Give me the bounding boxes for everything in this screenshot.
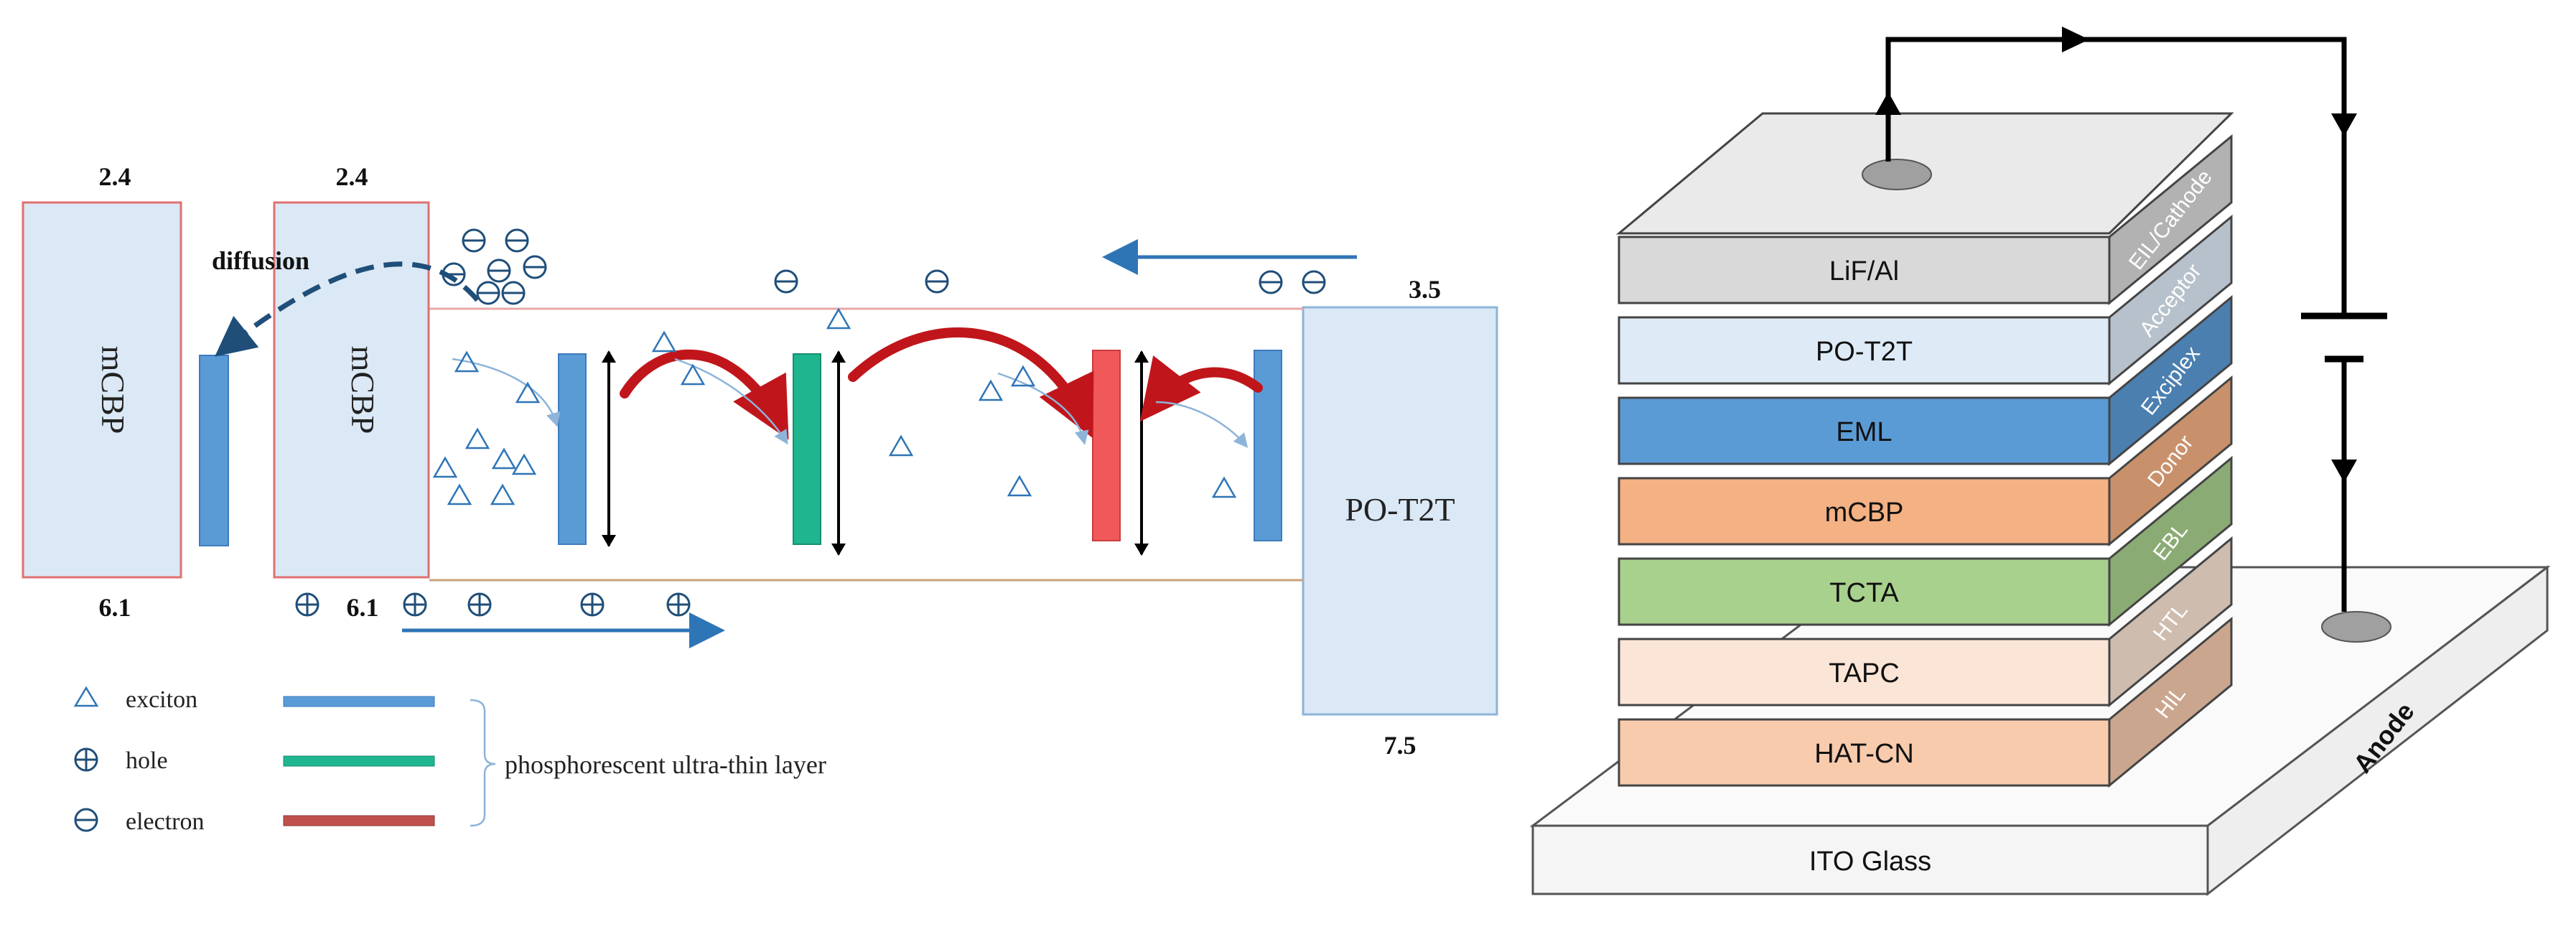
exciton-symbols — [432, 307, 1237, 505]
legend: exciton hole electron phosphorescent ult… — [73, 686, 826, 835]
exciton-1 — [454, 350, 480, 373]
green-ultrathin-layer — [793, 353, 821, 545]
electron-9 — [925, 269, 949, 294]
diffusion-arrow — [215, 261, 480, 357]
electron-2 — [505, 228, 529, 253]
arrow-down-bottom — [2331, 460, 2357, 483]
exciton-10 — [680, 363, 706, 386]
exciton-12 — [978, 379, 1004, 401]
po-t2t-label: PO-T2T — [1345, 491, 1455, 528]
legend-electron-icon — [74, 808, 98, 832]
exciton-8 — [490, 483, 515, 505]
legend-blue-bar — [283, 696, 435, 707]
legend-hole-label: hole — [126, 747, 168, 774]
energy-level-diagram: PO-T2T 3.5 7.5 mCBP 2.4 6.1 mCBP 2.4 6.1… — [22, 162, 1498, 835]
device-structure: ITO Glass Anode HAT-CNHILTAPCHTLTCTAEBLm… — [1529, 27, 2551, 897]
electron-1 — [462, 228, 486, 253]
layer-label: HAT-CN — [1814, 739, 1914, 769]
red-arc-2 — [848, 327, 1094, 439]
legend-exciton-label: exciton — [126, 686, 197, 713]
electron-5 — [523, 255, 547, 279]
blue-ultrathin-layer-2 — [1254, 350, 1282, 541]
legend-electron-label: electron — [126, 808, 205, 835]
diffusion-label: diffusion — [212, 246, 309, 275]
anode-contact — [2321, 611, 2391, 643]
mcbp-left-bottom-value: 6.1 — [99, 593, 131, 622]
arrow-right-top — [2062, 27, 2089, 52]
legend-layer-label: phosphorescent ultra-thin layer — [505, 750, 826, 779]
layer-label: TCTA — [1829, 578, 1899, 608]
electron-10 — [1259, 270, 1283, 294]
exciton-motion-arrows — [452, 358, 1249, 448]
mcbp-left-label: mCBP — [95, 346, 131, 434]
blue-thin-layer-left — [199, 355, 229, 546]
hole-symbols — [295, 592, 691, 617]
po-t2t-homo-value: 7.5 — [1384, 731, 1417, 760]
energy-transfer-arcs — [620, 327, 1263, 440]
red-ultrathin-layer — [1092, 350, 1121, 541]
electron-7 — [501, 281, 526, 305]
exciton-11 — [826, 307, 851, 330]
hole-2 — [403, 592, 427, 617]
exciton-7 — [447, 483, 472, 505]
exciton-14 — [888, 434, 914, 457]
exciton-15 — [1007, 475, 1032, 497]
legend-exciton-icon — [73, 686, 99, 707]
cathode-contact — [1862, 159, 1932, 190]
exciton-16 — [1211, 476, 1237, 498]
hole-5 — [666, 592, 691, 617]
electron-11 — [1302, 270, 1326, 294]
exciton-4 — [491, 447, 517, 470]
mcbp-mid-top-value: 2.4 — [336, 162, 368, 191]
legend-brace — [470, 699, 496, 827]
electron-symbols — [442, 228, 1326, 305]
po-t2t-block — [1302, 306, 1498, 716]
hole-1 — [295, 592, 319, 617]
electron-4 — [487, 258, 511, 283]
mcbp-mid-label: mCBP — [345, 346, 381, 434]
electron-3 — [442, 262, 466, 286]
mcbp-mid-bottom-value: 6.1 — [347, 593, 379, 622]
layer-label: TAPC — [1829, 658, 1900, 689]
hole-4 — [580, 592, 605, 617]
legend-red-bar — [283, 815, 435, 826]
legend-green-bar — [283, 755, 435, 767]
mcbp-left-block — [22, 201, 182, 579]
red-arc-3 — [1139, 355, 1263, 422]
po-t2t-lumo-value: 3.5 — [1409, 275, 1441, 304]
layer-label: mCBP — [1825, 498, 1904, 528]
layer-label: EML — [1836, 417, 1892, 447]
exciton-9 — [651, 330, 677, 353]
exciton-3 — [465, 427, 490, 449]
layer-stack: HAT-CNHILTAPCHTLTCTAEBLmCBPDonorEMLExcip… — [1618, 134, 2233, 788]
mcbp-left-top-value: 2.4 — [99, 162, 131, 191]
layer-label: PO-T2T — [1816, 337, 1913, 367]
exciton-13 — [1010, 365, 1036, 387]
arrow-down-top — [2331, 113, 2357, 136]
current-direction-arrows — [1875, 27, 2357, 483]
energy-transfer-arrows — [602, 350, 1149, 556]
exciton-6 — [511, 453, 537, 475]
mcbp-mid-block — [273, 201, 430, 579]
blue-ultrathin-layer-1 — [558, 353, 587, 545]
electron-8 — [774, 269, 798, 294]
red-arc-1 — [620, 349, 789, 440]
exciton-2 — [515, 381, 541, 404]
exciton-5 — [432, 456, 458, 478]
arrow-up-cathode — [1875, 92, 1901, 115]
layer-label: LiF/Al — [1829, 256, 1899, 286]
hole-3 — [467, 592, 492, 617]
legend-hole-icon — [74, 747, 98, 772]
electron-6 — [476, 281, 500, 305]
ito-glass-label: ITO Glass — [1809, 847, 1931, 877]
